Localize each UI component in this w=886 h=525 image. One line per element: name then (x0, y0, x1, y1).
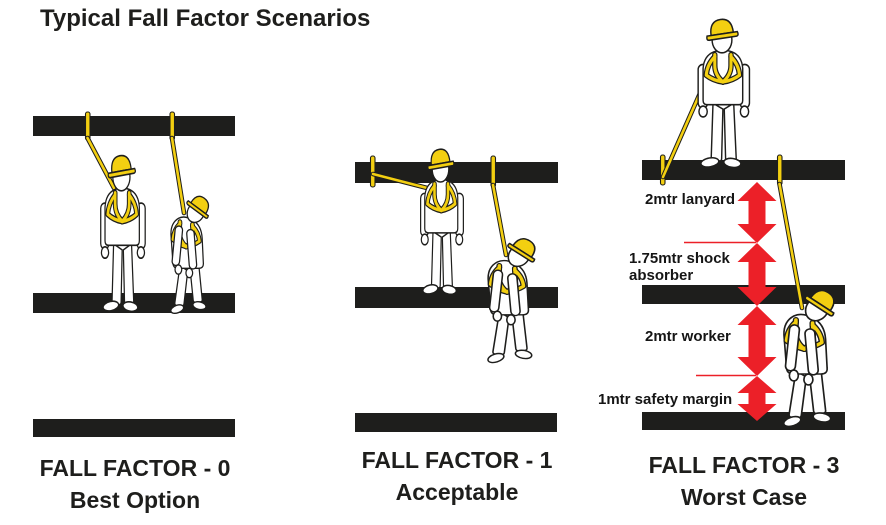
anchor-beam (355, 162, 558, 183)
measure-arrow-worker (737, 306, 777, 376)
worker-fallen (782, 284, 842, 429)
scenario-fall-factor-0 (33, 111, 235, 437)
anchor-strap (776, 154, 783, 186)
measurement-label-lanyard: 2mtr lanyard (645, 191, 736, 208)
measure-arrow-safety-margin (737, 376, 777, 421)
lanyard (85, 135, 187, 216)
measure-arrow-shock-absorber (737, 243, 777, 306)
scenario-3-caption-title: FALL FACTOR - 3 (648, 452, 840, 478)
page-title: Typical Fall Factor Scenarios (40, 5, 371, 32)
scenario-3-caption-subtitle: Worst Case (680, 484, 808, 510)
anchor-strap (490, 155, 497, 188)
scenario-2-caption-subtitle: Acceptable (395, 479, 519, 505)
lanyard (370, 171, 509, 258)
scenario-1-caption-title: FALL FACTOR - 0 (39, 455, 231, 481)
measurement-label-worker: 2mtr worker (645, 328, 731, 345)
measurement-label-shock-absorber: 1.75mtr shock absorber (629, 250, 730, 284)
anchor-beam (33, 116, 235, 136)
scenario-2-caption-title: FALL FACTOR - 1 (361, 447, 553, 473)
measure-arrow-lanyard (737, 182, 777, 243)
worker-standing (698, 17, 749, 168)
scenario-2-caption: FALL FACTOR - 1 Acceptable (335, 444, 579, 508)
scenario-fall-factor-3 (642, 17, 845, 430)
ground-beam (33, 419, 235, 437)
scenario-1-caption: FALL FACTOR - 0 Best Option (13, 452, 257, 516)
scenario-1-caption-subtitle: Best Option (69, 487, 201, 513)
anchor-strap (369, 155, 376, 188)
scenario-fall-factor-1 (355, 147, 558, 432)
top-beam (642, 160, 845, 180)
scenario-3-caption: FALL FACTOR - 3 Worst Case (622, 449, 866, 513)
middle-beam (642, 285, 845, 304)
ground-beam (355, 413, 557, 432)
measurement-label-safety-margin: 1mtr safety margin (598, 391, 733, 408)
